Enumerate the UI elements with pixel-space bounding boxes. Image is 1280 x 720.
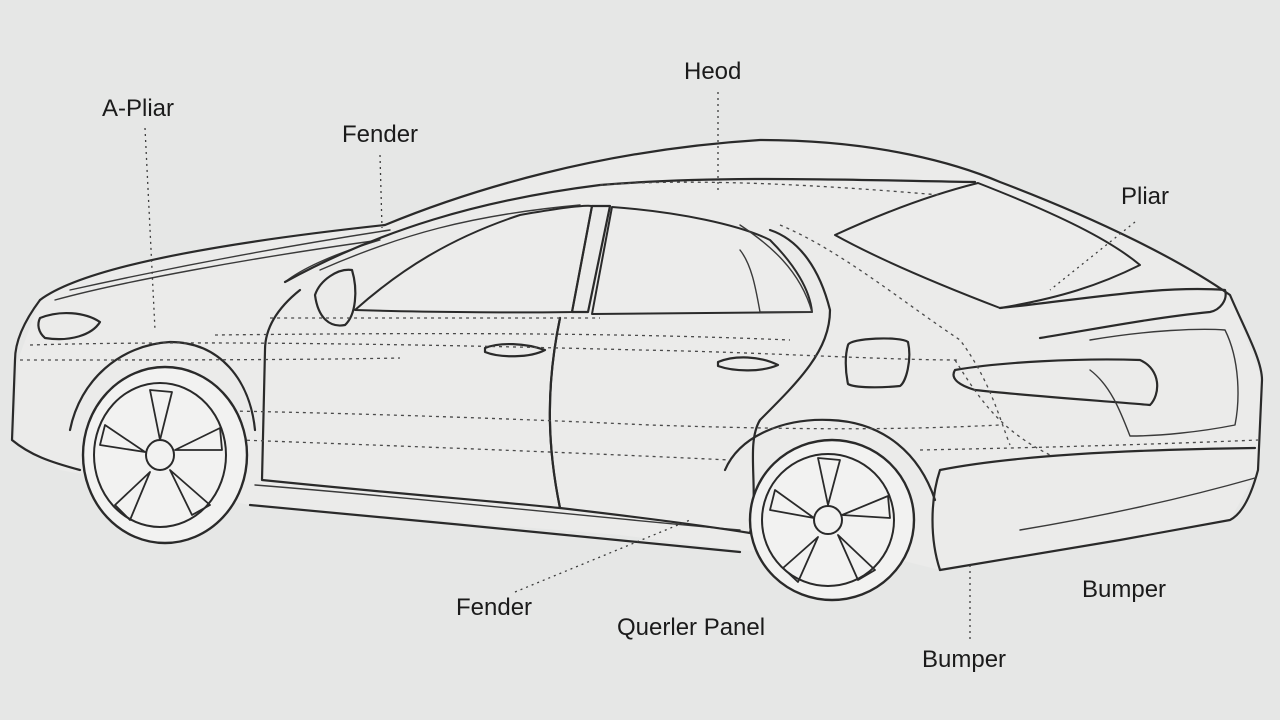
seam-line-4 — [239, 439, 731, 461]
seam-line-5 — [919, 439, 1259, 451]
seam-line-2 — [19, 357, 401, 361]
rear-bumper-lower — [1019, 477, 1256, 531]
label-quarter-panel: Querler Panel — [617, 614, 766, 641]
label-bumper-bottom: Bumper — [922, 646, 1007, 673]
tail-light-inner — [1089, 328, 1239, 437]
side-mirror — [313, 268, 357, 327]
label-pillar: Pliar — [1121, 183, 1170, 210]
seam-line-8 — [599, 181, 941, 196]
hood-crease — [69, 229, 391, 291]
door-handle-front — [483, 343, 547, 358]
c-pillar — [739, 224, 813, 313]
door-handle-rear — [716, 356, 780, 372]
rear-side-window — [591, 206, 813, 315]
front-wheel-arch — [68, 340, 257, 432]
leader-fender-bottom — [514, 519, 691, 593]
front-side-window — [354, 204, 593, 314]
car-front-nose — [10, 298, 82, 472]
rear-bumper — [931, 446, 1257, 572]
seam-line-10 — [954, 359, 1051, 456]
front-wheel — [81, 365, 249, 545]
car-rocker — [254, 484, 741, 531]
windshield-top — [319, 204, 581, 271]
label-bumper-right: Bumper — [1082, 576, 1167, 603]
label-fender-bottom: Fender — [456, 594, 533, 621]
spoiler — [998, 287, 1227, 340]
hood-line — [54, 239, 381, 301]
seam-line-1 — [29, 342, 961, 361]
headlight — [37, 311, 102, 341]
tail-light — [952, 358, 1159, 407]
label-fender-top: Fender — [342, 121, 419, 148]
label-hood: Heod — [684, 58, 742, 85]
leader-fender-top — [379, 154, 383, 229]
label-a-pillar: A-Pliar — [102, 95, 175, 122]
b-pillar — [570, 204, 612, 314]
car-silhouette — [38, 138, 1264, 572]
seam-line-6 — [214, 332, 791, 341]
rear-wheel-arch — [723, 418, 937, 502]
rear-window — [834, 182, 1141, 309]
seam-line-3 — [169, 409, 1001, 430]
leader-a-pillar — [144, 127, 156, 331]
leader-pillar — [1049, 221, 1136, 291]
car-lower-sill — [248, 503, 742, 554]
rear-wheel — [748, 438, 916, 602]
seam-line-9 — [779, 224, 1011, 446]
fuel-door — [844, 337, 911, 389]
